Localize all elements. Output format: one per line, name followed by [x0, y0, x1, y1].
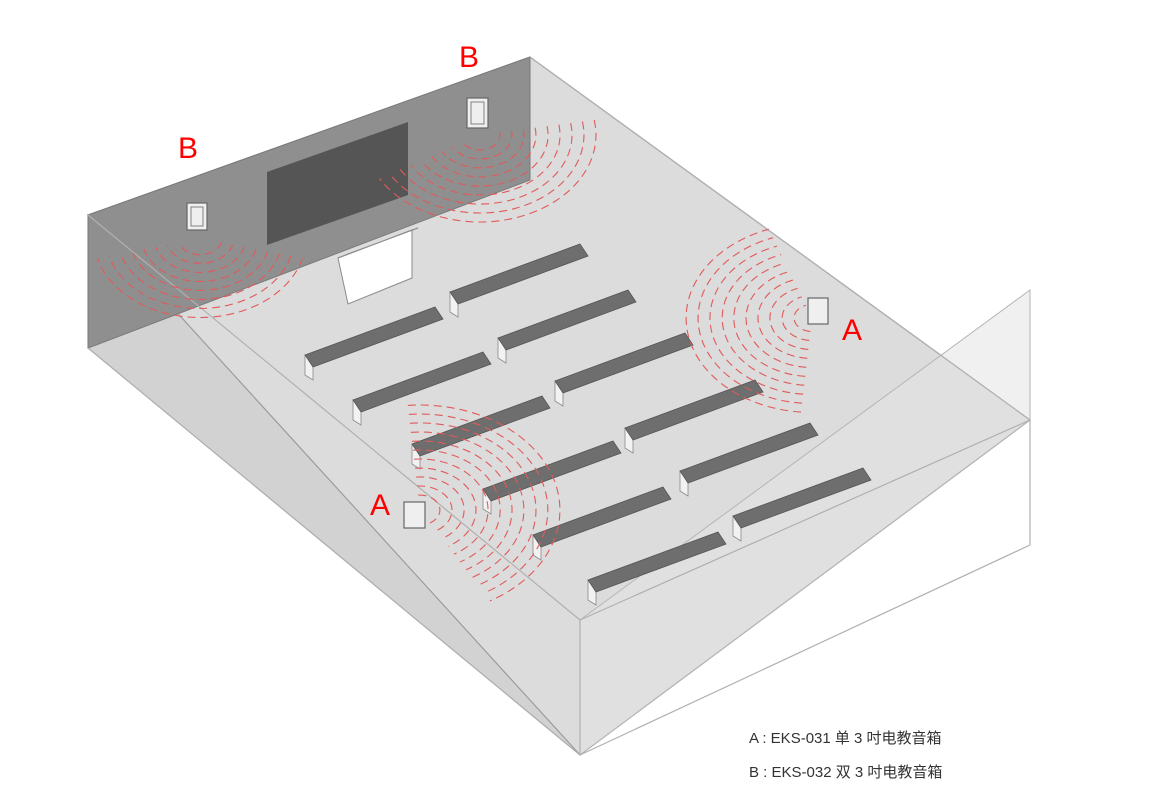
speaker-a-left — [403, 501, 426, 529]
wave-arc — [769, 287, 809, 350]
wave-arc — [108, 256, 292, 309]
desk — [624, 379, 764, 454]
desk — [449, 243, 589, 318]
desk — [532, 486, 672, 561]
wave-arc — [745, 270, 807, 368]
speaker-b-right — [466, 97, 489, 129]
wave-arc — [120, 253, 280, 300]
speaker-b-left — [186, 202, 208, 231]
wave-arc — [417, 485, 453, 532]
wave-arc — [462, 132, 501, 151]
projection-screen — [267, 122, 408, 245]
wave-arc — [431, 127, 537, 178]
wave-arc — [412, 449, 501, 563]
desk — [352, 351, 492, 426]
wave-arc — [408, 413, 549, 594]
wave-arc — [414, 458, 489, 555]
wave-arc — [418, 494, 441, 524]
desk — [679, 422, 819, 497]
student-desks — [304, 243, 872, 606]
label-b-right: B — [459, 41, 479, 74]
label-a-left: A — [370, 489, 390, 522]
wave-arc — [409, 422, 537, 586]
wave-arc — [399, 122, 573, 205]
legend-item-a: A : EKS-031 单 3 吋电教音箱 — [749, 730, 942, 747]
speaker-a-right — [807, 297, 829, 325]
wave-arc — [131, 251, 269, 291]
wave-arc — [793, 304, 811, 332]
desk — [497, 289, 637, 364]
wave-arc — [451, 130, 513, 160]
wave-arc — [721, 254, 805, 386]
wave-arc — [697, 237, 803, 404]
desk — [554, 332, 694, 407]
wave-arc — [420, 125, 549, 187]
desk — [732, 467, 872, 542]
wave-arc — [389, 121, 585, 214]
wave-arc — [685, 228, 802, 413]
legend-item-b: B : EKS-032 双 3 吋电教音箱 — [749, 764, 943, 781]
wave-arc — [709, 245, 804, 395]
room-edges — [87, 56, 1031, 756]
lectern — [337, 227, 419, 305]
wave-arc — [757, 279, 808, 359]
wave-arc — [97, 258, 303, 319]
desk — [304, 306, 444, 381]
wave-arc — [143, 249, 257, 283]
wave-arc — [411, 440, 513, 571]
wave-arc — [416, 476, 465, 540]
wave-arc — [407, 404, 561, 602]
wave-arc — [379, 119, 597, 223]
wave-arc — [441, 129, 525, 169]
label-b-left: B — [178, 132, 198, 165]
desk — [587, 531, 727, 606]
wave-arc — [410, 124, 561, 196]
wave-arc — [410, 431, 525, 579]
wave-arc — [155, 246, 245, 273]
sound-waves — [97, 119, 811, 602]
wave-arc — [415, 467, 477, 547]
wave-arc — [166, 244, 234, 264]
label-a-right: A — [842, 314, 862, 347]
wave-arc — [178, 242, 222, 256]
wave-arc — [781, 296, 810, 341]
wave-arc — [733, 262, 806, 377]
